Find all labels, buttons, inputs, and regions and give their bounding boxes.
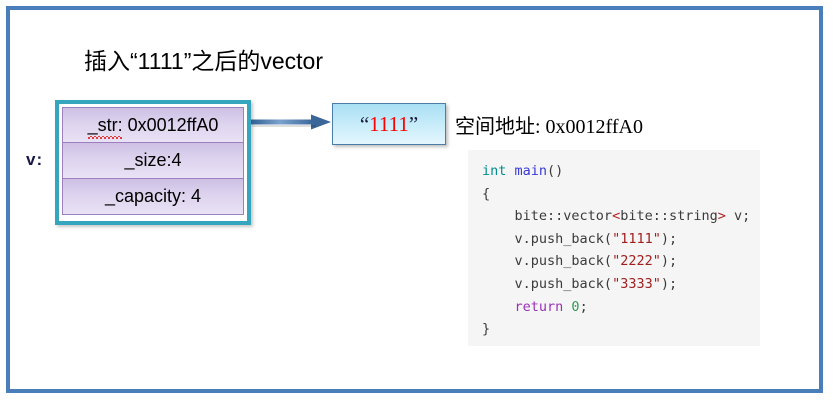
address-annotation: 空间地址: 0x0012ffA0 <box>455 116 643 138</box>
code-line-3: bite::vector<bite::string> v; <box>514 208 751 225</box>
vector-row-size: _size:4 <box>62 143 244 179</box>
code-snippet: int main() { bite::vector<bite::string> … <box>468 150 760 346</box>
code-line-6: v.push_back("3333"); <box>514 275 678 292</box>
code-line-4: v.push_back("1111"); <box>514 230 678 247</box>
code-line-1: int main() <box>482 163 564 179</box>
code-line-5: v.push_back("2222"); <box>514 253 678 270</box>
heap-string-box: “1111” <box>332 103 446 145</box>
string-quote-open: “ <box>359 111 370 136</box>
vector-row-capacity-label: _capacity: 4 <box>104 186 202 206</box>
vector-row-str: _str: 0x0012ffA0 <box>62 107 244 143</box>
vector-variable-label: v: <box>26 150 44 169</box>
string-value: 1111 <box>369 111 409 136</box>
vector-row-capacity: _capacity: 4 <box>62 179 244 215</box>
string-quote-close: ” <box>408 111 419 136</box>
code-line-2: { <box>482 185 491 202</box>
code-line-7: return 0; <box>514 298 588 315</box>
page-title: 插入“1111”之后的vector <box>84 48 323 74</box>
code-line-8: } <box>482 321 491 338</box>
vector-struct-box: _str: 0x0012ffA0 _size:4 _capacity: 4 <box>55 100 251 225</box>
pointer-arrow-icon <box>251 114 331 130</box>
vector-row-size-label: _size:4 <box>124 150 182 170</box>
vector-row-str-label: _str: 0x0012ffA0 <box>87 114 219 139</box>
